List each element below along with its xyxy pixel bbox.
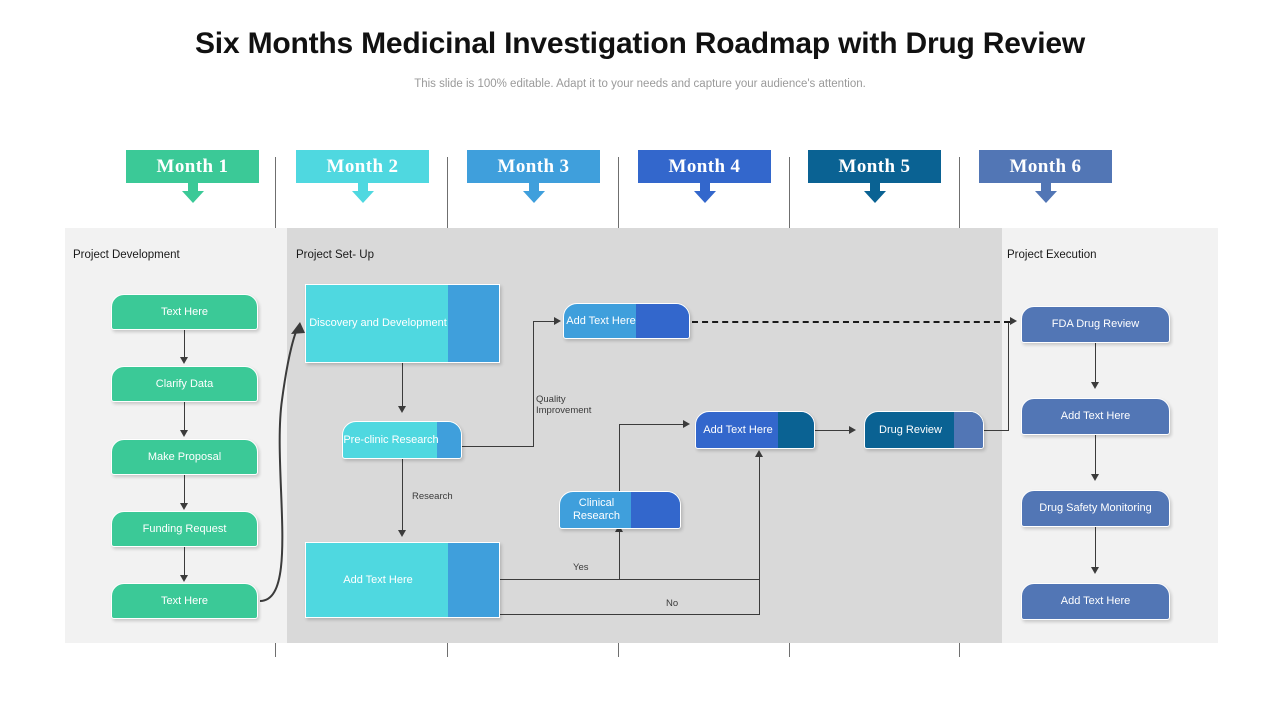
node-label: Add Text Here — [703, 423, 773, 436]
middle-node-4[interactable]: Drug Review — [864, 411, 984, 449]
month-banner-2[interactable]: Month 2 — [296, 150, 429, 183]
execution-node-3[interactable]: Drug Safety Monitoring — [1021, 490, 1170, 527]
node-label: Clinical Research — [572, 497, 621, 522]
accent-segment — [448, 285, 499, 362]
edge-label-research: Research — [412, 491, 453, 502]
setup-node-2[interactable]: Pre-clinic Research — [342, 421, 462, 459]
execution-node-2[interactable]: Add Text Here — [1021, 398, 1170, 435]
node-label: Discovery and Development — [309, 317, 447, 329]
development-node-5[interactable]: Text Here — [111, 583, 258, 619]
month-banner-1[interactable]: Month 1 — [126, 150, 259, 183]
page-subtitle: This slide is 100% editable. Adapt it to… — [414, 78, 866, 90]
node-label: Pre-clinic Research — [343, 433, 439, 446]
panel-label-project-setup: Project Set- Up — [296, 249, 374, 261]
accent-segment — [954, 412, 983, 448]
accent-segment — [448, 543, 499, 617]
setup-node-1[interactable]: Discovery and Development — [305, 284, 500, 363]
panel-label-project-development: Project Development — [73, 249, 180, 261]
development-node-2[interactable]: Clarify Data — [111, 366, 258, 402]
accent-segment — [631, 492, 680, 528]
setup-node-3[interactable]: Add Text Here — [305, 542, 500, 618]
month-banner-6[interactable]: Month 6 — [979, 150, 1112, 183]
month-banner-3[interactable]: Month 3 — [467, 150, 600, 183]
edge-label-quality-improvement: Quality Improvement — [536, 394, 592, 416]
middle-node-3[interactable]: Add Text Here — [695, 411, 815, 449]
execution-node-1[interactable]: FDA Drug Review — [1021, 306, 1170, 343]
panel-label-project-execution: Project Execution — [1007, 249, 1097, 261]
middle-node-1[interactable]: Add Text Here — [563, 303, 690, 339]
node-label: Add Text Here — [566, 314, 636, 327]
execution-node-4[interactable]: Add Text Here — [1021, 583, 1170, 620]
accent-segment — [437, 422, 461, 458]
accent-segment — [636, 304, 689, 338]
edge-label-yes: Yes — [573, 562, 589, 573]
page-title: Six Months Medicinal Investigation Roadm… — [195, 27, 1085, 60]
middle-node-2[interactable]: Clinical Research — [559, 491, 681, 529]
node-label: Drug Review — [879, 423, 942, 436]
development-node-3[interactable]: Make Proposal — [111, 439, 258, 475]
development-node-1[interactable]: Text Here — [111, 294, 258, 330]
edge-label-no: No — [666, 598, 679, 609]
month-banner-5[interactable]: Month 5 — [808, 150, 941, 183]
accent-segment — [778, 412, 814, 448]
node-label: Add Text Here — [343, 573, 413, 586]
development-node-4[interactable]: Funding Request — [111, 511, 258, 547]
month-banner-4[interactable]: Month 4 — [638, 150, 771, 183]
